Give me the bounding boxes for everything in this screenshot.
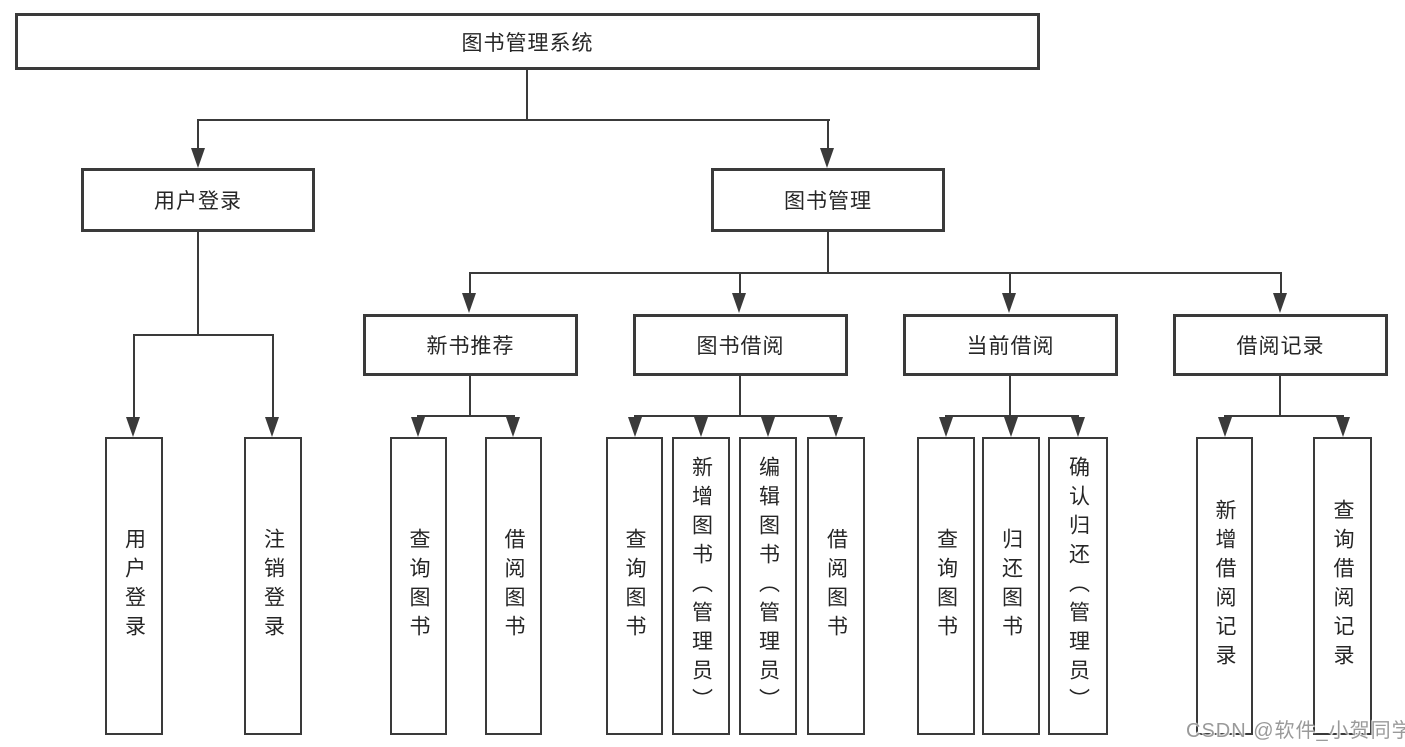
arrow-down-icon <box>411 417 425 437</box>
node-label: 图书管理 <box>784 190 872 213</box>
node-label: 查询借阅记录 <box>1331 499 1354 673</box>
node-current-borrowing: 当前借阅 <box>903 314 1118 376</box>
csdn-watermark: CSDN @软件_小贺同学 <box>1186 720 1405 742</box>
connector-book-borrowing-rail <box>634 415 837 417</box>
connector-new-book-rail <box>417 415 515 417</box>
node-borrowing-records: 借阅记录 <box>1173 314 1388 376</box>
node-edit-books-admin: 编辑图书（管理员） <box>739 437 797 735</box>
arrow-down-icon <box>1004 417 1018 437</box>
node-query-books-recommend: 查询图书 <box>390 437 447 735</box>
connector-to-user-login <box>197 119 199 149</box>
connector-user-login-stem <box>197 232 199 336</box>
connector-book-management-stem <box>827 232 829 274</box>
arrow-down-icon <box>462 293 476 313</box>
node-confirm-return-admin: 确认归还（管理员） <box>1048 437 1108 735</box>
node-query-books-borrowing: 查询图书 <box>606 437 663 735</box>
connector-user-login-rail <box>133 334 274 336</box>
node-label: 图书管理系统 <box>461 31 594 55</box>
arrow-down-icon <box>628 417 642 437</box>
node-borrow-books-borrowing: 借阅图书 <box>807 437 865 735</box>
node-add-books-admin: 新增图书（管理员） <box>672 437 730 735</box>
arrow-down-icon <box>939 417 953 437</box>
arrow-down-icon <box>820 148 834 168</box>
node-book-management: 图书管理 <box>711 168 945 232</box>
node-query-books-current: 查询图书 <box>917 437 975 735</box>
node-label: 查询图书 <box>623 528 646 644</box>
connector-to-book-management <box>827 119 829 149</box>
node-label: 新增借阅记录 <box>1213 499 1236 673</box>
node-label: 当前借阅 <box>966 335 1055 358</box>
node-book-borrowing: 图书借阅 <box>633 314 848 376</box>
connector-to-logout-leaf <box>272 334 274 418</box>
node-label: 借阅记录 <box>1236 335 1325 358</box>
arrow-down-icon <box>1336 417 1350 437</box>
arrow-down-icon <box>1218 417 1232 437</box>
node-label: 用户登录 <box>122 528 146 644</box>
arrow-down-icon <box>694 417 708 437</box>
node-label: 注销登录 <box>261 528 285 644</box>
node-label: 新书推荐 <box>426 335 515 358</box>
node-label: 新增图书（管理员） <box>689 455 713 717</box>
node-query-borrow-record: 查询借阅记录 <box>1313 437 1372 735</box>
connector-book-borrowing-stem <box>739 376 741 417</box>
node-user-login-action: 用户登录 <box>105 437 163 735</box>
node-label: 借阅图书 <box>824 528 848 644</box>
connector-borrowing-records-stem <box>1279 376 1281 417</box>
arrow-down-icon <box>126 417 140 437</box>
node-label: 归还图书 <box>999 528 1023 644</box>
node-add-borrow-record: 新增借阅记录 <box>1196 437 1253 735</box>
arrow-down-icon <box>829 417 843 437</box>
connector-to-borrowing-records <box>1280 272 1282 294</box>
node-label: 图书借阅 <box>696 335 785 358</box>
node-logout: 注销登录 <box>244 437 302 735</box>
connector-root-stem <box>526 70 528 120</box>
node-user-login: 用户登录 <box>81 168 315 232</box>
connector-current-borrowing-stem <box>1009 376 1011 417</box>
connector-borrowing-records-rail <box>1224 415 1344 417</box>
arrow-down-icon <box>265 417 279 437</box>
node-new-book-recommendation: 新书推荐 <box>363 314 578 376</box>
connector-to-current-borrowing <box>1009 272 1011 294</box>
arrow-down-icon <box>732 293 746 313</box>
node-label: 编辑图书（管理员） <box>756 455 780 717</box>
arrow-down-icon <box>1273 293 1287 313</box>
node-label: 借阅图书 <box>502 528 525 644</box>
node-label: 确认归还（管理员） <box>1066 455 1090 717</box>
node-borrow-books-recommend: 借阅图书 <box>485 437 542 735</box>
connector-to-new-book <box>469 272 471 294</box>
connector-current-borrowing-rail <box>945 415 1079 417</box>
node-label: 用户登录 <box>154 190 242 213</box>
connector-book-management-rail <box>469 272 1282 274</box>
connector-new-book-stem <box>469 376 471 417</box>
connector-to-book-borrowing <box>739 272 741 294</box>
arrow-down-icon <box>1071 417 1085 437</box>
arrow-down-icon <box>1002 293 1016 313</box>
connector-to-login-leaf <box>133 334 135 418</box>
node-return-books: 归还图书 <box>982 437 1040 735</box>
arrow-down-icon <box>506 417 520 437</box>
node-library-management-system: 图书管理系统 <box>15 13 1040 70</box>
arrow-down-icon <box>761 417 775 437</box>
arrow-down-icon <box>191 148 205 168</box>
connector-root-rail <box>197 119 830 121</box>
node-label: 查询图书 <box>407 528 430 644</box>
node-label: 查询图书 <box>934 528 958 644</box>
